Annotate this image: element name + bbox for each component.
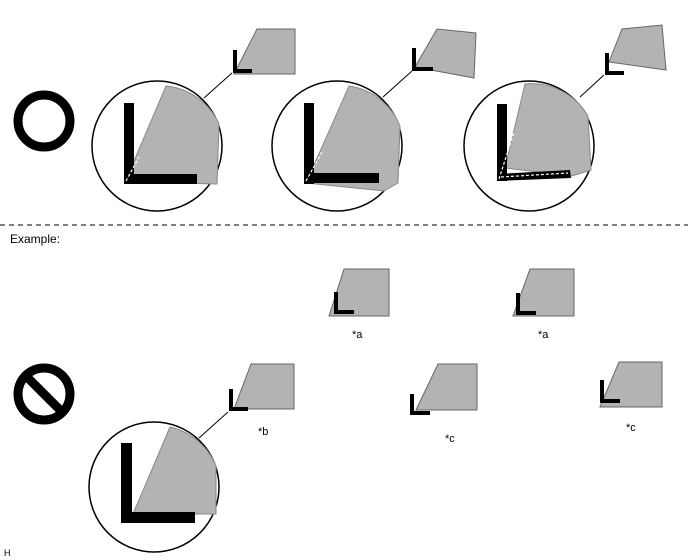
bracket-horizontal	[121, 512, 195, 523]
bracket-horizontal	[124, 174, 197, 184]
bracket-small	[334, 292, 354, 314]
incorrect-section: *a *a *b *c *c	[13, 268, 663, 553]
label-b: *b	[258, 426, 268, 438]
correct-example-2	[271, 28, 477, 212]
corner-mark: H	[4, 548, 11, 558]
edge-dashed	[125, 156, 140, 182]
bracket-small	[412, 48, 433, 71]
panel-magnified	[504, 83, 592, 177]
incorrect-example-a-1: *a	[328, 268, 390, 341]
bracket-vertical	[497, 104, 507, 181]
bracket-vertical	[124, 103, 134, 184]
panel-small	[599, 361, 663, 408]
bracket-horizontal	[304, 173, 379, 183]
bracket-small	[233, 50, 252, 73]
leader-line	[198, 411, 229, 439]
label-c: *c	[445, 433, 455, 445]
edge-dashed	[305, 151, 323, 182]
prohibited-icon	[13, 363, 75, 425]
panel-magnified	[305, 85, 401, 192]
bracket-small	[516, 293, 536, 315]
bracket-small	[600, 380, 620, 403]
panel-small	[328, 268, 390, 317]
correct-example-3	[463, 24, 667, 212]
bracket-vertical	[304, 103, 314, 184]
leader-line	[203, 72, 233, 99]
label-a: *a	[538, 329, 549, 341]
correct-example-1	[91, 28, 296, 212]
panel-small	[233, 28, 296, 75]
bracket-horizontal	[497, 170, 571, 181]
panel-small	[233, 363, 295, 410]
bracket-small	[605, 53, 624, 75]
incorrect-example-c-2: *c	[599, 361, 663, 434]
panel-small	[415, 363, 478, 411]
panel-small	[608, 24, 667, 71]
incorrect-example-c-1: *c	[410, 363, 478, 445]
panel-magnified	[124, 85, 220, 185]
bracket-small	[410, 394, 430, 415]
panel-magnified	[132, 426, 217, 515]
bracket-vertical	[121, 443, 132, 523]
leader-line	[382, 70, 413, 98]
edge-dashed	[498, 131, 515, 180]
panel-small	[414, 28, 477, 79]
circle-ok-icon	[13, 90, 75, 152]
leader-line	[579, 74, 605, 98]
example-label: Example:	[10, 232, 60, 246]
incorrect-example-b: *b	[88, 363, 295, 553]
bracket-small	[229, 389, 248, 411]
label-c: *c	[626, 422, 636, 434]
edge-dashed	[500, 172, 569, 178]
panel-small	[512, 268, 575, 317]
correct-section	[13, 24, 667, 212]
label-a: *a	[352, 329, 363, 341]
incorrect-example-a-2: *a	[512, 268, 575, 341]
